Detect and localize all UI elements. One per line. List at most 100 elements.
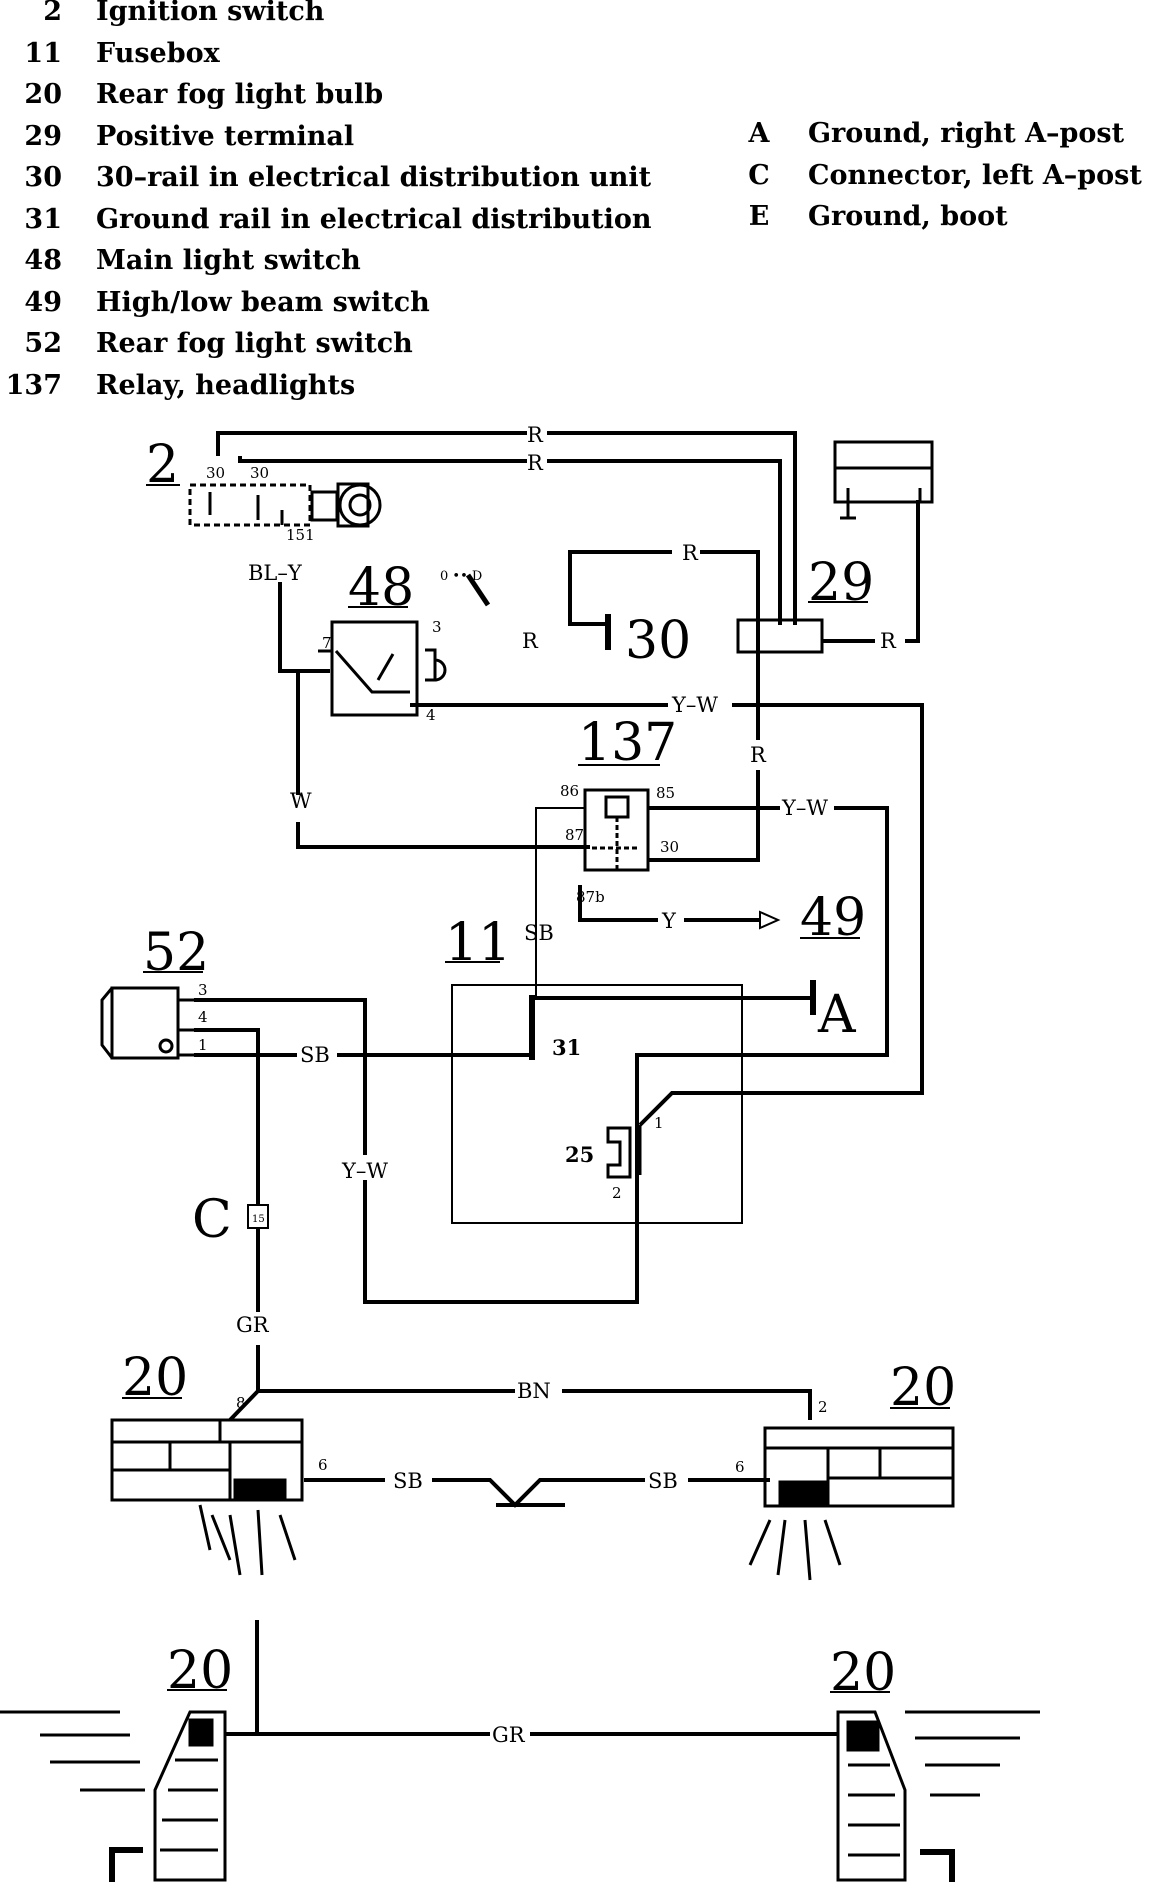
- wire-r-loop: [568, 550, 760, 651]
- legend-number: 48: [24, 245, 62, 276]
- wire-label-sb4: SB: [648, 1469, 678, 1493]
- legend-text: Rear fog light switch: [96, 328, 413, 359]
- legend-number: A: [748, 118, 770, 149]
- wire-label-r5: R: [880, 629, 897, 653]
- legend-text: High/low beam switch: [96, 286, 430, 318]
- connector-c: [247, 1204, 269, 1229]
- pin-2-right: 2: [818, 1398, 828, 1416]
- legend-number: 31: [24, 203, 62, 235]
- pin-52-3: 3: [198, 981, 208, 999]
- ground-boot-left: [109, 1847, 143, 1882]
- wire-label-bn: BN: [517, 1379, 551, 1403]
- pin-52-1: 1: [198, 1036, 208, 1054]
- legend-item: 20 Rear fog light bulb: [0, 74, 652, 116]
- wire-yw-relay: [363, 806, 889, 1304]
- label-A: A: [817, 985, 857, 1045]
- legend-text: Fusebox: [96, 37, 220, 69]
- label-48: 48: [348, 558, 414, 618]
- legend-number: 30: [24, 162, 62, 193]
- legend-item: A Ground, right A–post: [748, 113, 1142, 155]
- label-25: 25: [565, 1142, 594, 1167]
- wire-label-bly: BL–Y: [248, 561, 303, 585]
- pin-7: 7: [322, 634, 332, 652]
- legend-text: Rear fog light bulb: [96, 79, 384, 110]
- legend-number: 11: [24, 37, 62, 69]
- ignition-switch: [188, 482, 382, 528]
- legend-item: 11 Fusebox: [0, 33, 652, 75]
- wire-w: [278, 582, 590, 849]
- wire-r-relay: [648, 651, 760, 862]
- fuse-25: [606, 1125, 642, 1179]
- label-20-bottom-left: 20: [167, 1641, 233, 1701]
- label-29: 29: [808, 553, 874, 613]
- legend-number: 137: [5, 369, 62, 401]
- pin-25-2: 2: [612, 1184, 622, 1202]
- pin-6-left: 6: [318, 1456, 328, 1474]
- label-137: 137: [578, 713, 677, 773]
- legend-text: Ground rail in electrical distribution: [96, 203, 652, 235]
- legend-number: 20: [24, 79, 62, 110]
- pin-30-relay: 30: [660, 838, 679, 856]
- wire-label-sb1: SB: [524, 921, 554, 945]
- legend-item: 31 Ground rail in electrical distribution: [0, 199, 652, 241]
- wire-bn: [258, 1389, 812, 1420]
- label-C: C: [192, 1190, 232, 1250]
- label-52: 52: [143, 923, 209, 983]
- label-30: 30: [625, 611, 691, 671]
- legend-item: 49 High/low beam switch: [0, 282, 652, 324]
- wire-label-gr1: GR: [236, 1313, 270, 1337]
- wire-sb-ground: [304, 1478, 770, 1508]
- wire-yw-main: [410, 703, 924, 1127]
- pin-30b: 30: [250, 464, 269, 482]
- wire-label-r2: R: [527, 451, 544, 475]
- rear-lamp-left: [0, 1710, 227, 1882]
- pin-87: 87: [565, 826, 584, 844]
- legend-text: 30–rail in electrical distribution unit: [96, 162, 652, 193]
- wire-r-top: [216, 431, 797, 625]
- positive-terminal: [736, 618, 824, 654]
- legend-number: 29: [24, 120, 62, 152]
- wire-r-second: [238, 456, 782, 625]
- pin-25-1: 1: [654, 1114, 664, 1132]
- wire-label-r6: R: [750, 743, 767, 767]
- wire-label-yw3: Y–W: [341, 1159, 388, 1183]
- pin-85: 85: [656, 784, 675, 802]
- legend-text: Ground, right A–post: [808, 118, 1125, 149]
- relay-headlights: [535, 788, 650, 1000]
- wire-r-battery: [822, 500, 920, 643]
- legend-text: Relay, headlights: [96, 369, 356, 401]
- rear-lamp-right: [836, 1710, 1040, 1882]
- pin-6-right: 6: [735, 1458, 745, 1476]
- legend-text: Ignition switch: [96, 0, 325, 27]
- wire-label-yw1: Y–W: [671, 693, 718, 717]
- wire-label-r4: R: [522, 629, 539, 653]
- pin-86: 86: [560, 782, 579, 800]
- fusebox: [451, 984, 743, 1224]
- pin-4: 4: [426, 706, 436, 724]
- wire-label-gr2: GR: [492, 1723, 526, 1747]
- legend-text: Main light switch: [96, 245, 361, 276]
- label-11: 11: [445, 913, 511, 973]
- wire-gr-lamps: [225, 1620, 838, 1736]
- rear-fog-light-right: [748, 1426, 955, 1581]
- label-20-bottom-right: 20: [830, 1643, 896, 1703]
- wire-label-r1: R: [527, 423, 544, 447]
- pin-151: 151: [286, 526, 315, 544]
- arrow-to-49: [759, 910, 781, 930]
- legend-item: 137 Relay, headlights: [0, 365, 652, 407]
- legend-number: 49: [24, 286, 62, 318]
- legend-item: 48 Main light switch: [0, 240, 652, 282]
- wire-label-r3: R: [682, 541, 699, 565]
- wire-label-sb2: SB: [300, 1043, 330, 1067]
- legend-number: C: [748, 159, 770, 191]
- pin-3: 3: [432, 618, 442, 636]
- ground-boot-right: [920, 1849, 955, 1882]
